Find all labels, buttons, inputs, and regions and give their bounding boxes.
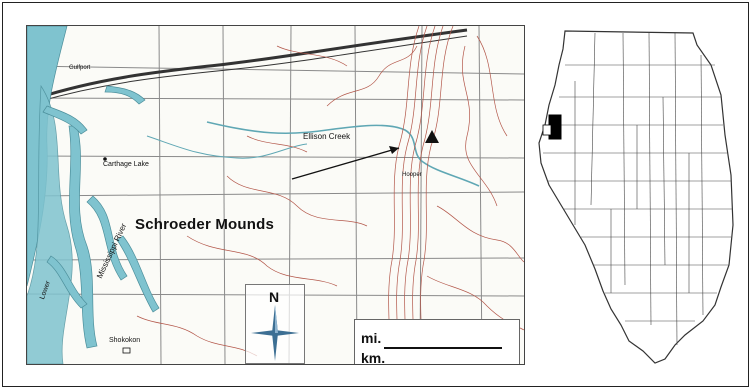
- site-label: Schroeder Mounds: [135, 216, 275, 233]
- river-water: [27, 26, 160, 364]
- topographic-map: Schroeder Mounds Ellison Creek Carthage …: [26, 25, 525, 365]
- topographic-map-drawing: [27, 26, 524, 364]
- town-label: Gulfport: [69, 65, 91, 71]
- county-lines: [543, 32, 733, 346]
- scale-km-label: km.: [361, 350, 386, 365]
- state-border: [538, 30, 734, 364]
- north-arrow: N: [245, 284, 305, 364]
- carthage-lake-marker: [103, 157, 107, 161]
- scale-bar-box: mi. km.: [354, 319, 520, 365]
- north-letter: N: [269, 289, 280, 305]
- highway: [36, 28, 468, 100]
- north-arrow-icon: [251, 305, 299, 361]
- shokokon-label: Shokokon: [109, 337, 141, 344]
- bluff-contours: [136, 26, 524, 364]
- carthage-lake-label: Carthage Lake: [103, 161, 149, 168]
- illinois-outline: [538, 30, 734, 364]
- hooper-label: Hooper: [402, 172, 422, 178]
- scale-mi-label: mi.: [361, 330, 382, 346]
- creek-label: Ellison Creek: [303, 132, 351, 141]
- shokokon-marker: [122, 347, 131, 354]
- locator-arrow-icon: [291, 146, 400, 180]
- illinois-locator-map: [525, 25, 739, 365]
- scale-bar: [384, 347, 502, 349]
- site-triangle-icon: [425, 130, 439, 143]
- ellison-creek: [206, 121, 480, 187]
- figure-frame: Schroeder Mounds Ellison Creek Carthage …: [2, 2, 749, 387]
